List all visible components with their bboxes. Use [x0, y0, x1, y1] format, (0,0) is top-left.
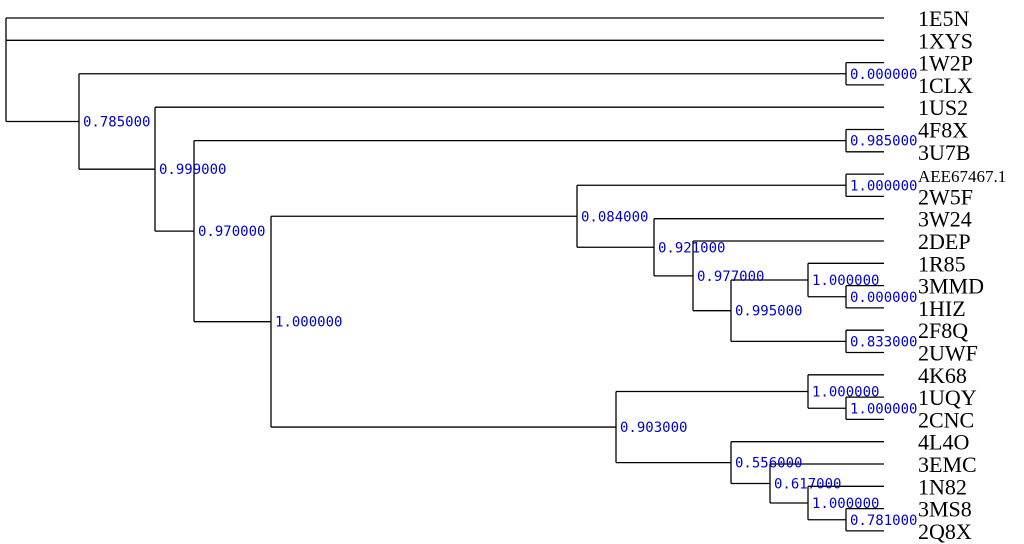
support-value-n_985: 0.985000 [850, 134, 917, 150]
support-value-n_833: 0.833000 [850, 334, 917, 350]
support-value-n_995: 0.995000 [735, 304, 802, 320]
support-value-n_781: 0.781000 [850, 513, 917, 529]
leaf-label-1n82: 1N82 [918, 474, 967, 499]
support-value-n_000a: 0.000000 [850, 67, 917, 83]
leaf-label-4f8x: 4F8X [918, 118, 968, 143]
support-value-n_000b: 0.000000 [850, 290, 917, 306]
leaf-label-1r85: 1R85 [918, 251, 966, 276]
support-value-n_1000f: 1.000000 [812, 496, 879, 512]
leaf-label-1e5n: 1E5N [918, 6, 969, 31]
support-value-n_977: 0.977000 [697, 269, 764, 285]
leaf-label-4l4o: 4L4O [918, 430, 969, 455]
leaf-label-1us2: 1US2 [918, 95, 968, 120]
leaf-label-3mmd: 3MMD [918, 274, 984, 299]
support-value-n_556: 0.556000 [735, 456, 802, 472]
leaf-label-1w2p: 1W2P [918, 51, 973, 76]
leaf-label-3emc: 3EMC [918, 452, 977, 477]
tree-branches [5, 17, 884, 532]
leaf-label-1uqy: 1UQY [918, 385, 977, 410]
support-value-n_921: 0.921000 [658, 240, 725, 256]
leaf-label-3u7b: 3U7B [918, 140, 971, 165]
support-value-n_999: 0.999000 [159, 162, 226, 178]
support-value-n_903: 0.903000 [620, 420, 687, 436]
leaf-label-1hiz: 1HIZ [918, 296, 966, 321]
leaf-label-3ms8: 3MS8 [918, 497, 972, 522]
support-values: 0.0000000.9850001.0000000.0000001.000000… [83, 67, 917, 529]
leaf-label-2q8x: 2Q8X [918, 519, 972, 544]
leaf-label-1xys: 1XYS [918, 28, 973, 53]
support-value-n_617: 0.617000 [774, 477, 841, 493]
leaf-label-aee674671: AEE67467.1 [918, 167, 1006, 186]
leaf-label-2uwf: 2UWF [918, 341, 978, 366]
leaf-label-2w5f: 2W5F [918, 184, 973, 209]
support-value-n_1000e: 1.000000 [850, 401, 917, 417]
leaf-label-3w24: 3W24 [918, 207, 972, 232]
leaf-label-1clx: 1CLX [918, 73, 973, 98]
leaf-label-2f8q: 2F8Q [918, 318, 968, 343]
support-value-n_1000c: 1.000000 [812, 273, 879, 289]
support-value-n_084: 0.084000 [581, 209, 648, 225]
support-value-n_1000b: 1.000000 [850, 178, 917, 194]
support-value-n_1000a: 1.000000 [275, 315, 342, 331]
leaf-label-2cnc: 2CNC [918, 407, 974, 432]
leaf-label-4k68: 4K68 [918, 363, 967, 388]
leaf-label-2dep: 2DEP [918, 229, 971, 254]
support-value-n_785: 0.785000 [83, 114, 150, 130]
support-value-n_1000d: 1.000000 [812, 385, 879, 401]
support-value-n_970: 0.970000 [198, 224, 265, 240]
